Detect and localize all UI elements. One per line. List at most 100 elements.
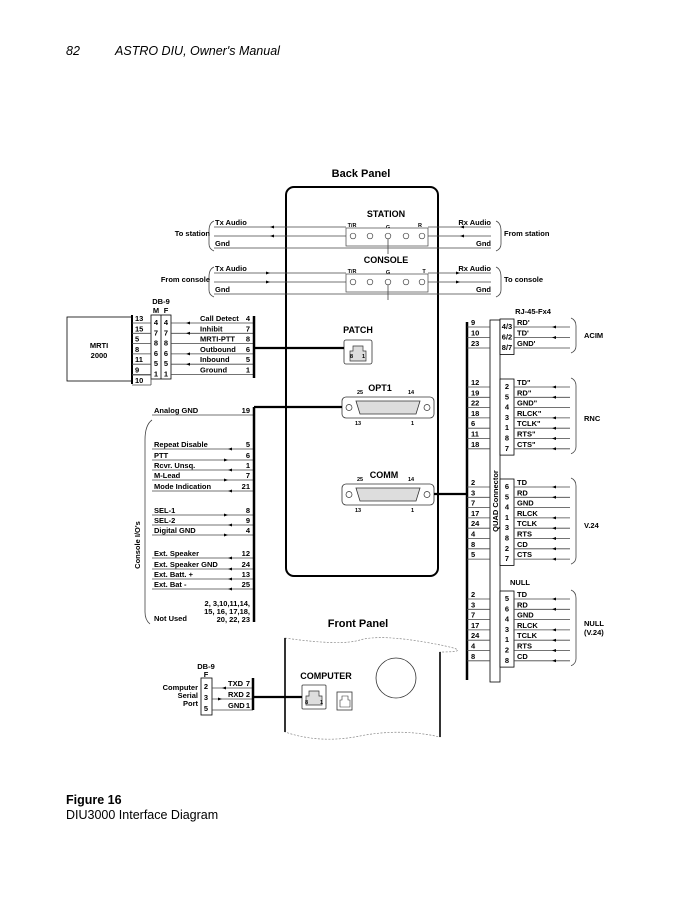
quad-signal: TD' [517, 329, 529, 338]
comm-pin: 24 [471, 631, 480, 640]
console-signal: Analog GND [154, 406, 199, 415]
station-pin-tr: T/R [348, 223, 357, 229]
mrti-io-pin: 5 [246, 355, 250, 364]
db9-f-pin: 5 [164, 359, 168, 368]
signal-arrow [228, 587, 232, 591]
console-pin: 24 [242, 560, 251, 569]
db9-f-pin: 8 [164, 339, 168, 348]
station-label: STATION [367, 209, 405, 219]
station-pin-r: R [418, 223, 422, 229]
left-bracket [208, 266, 215, 298]
acim-bracket [570, 317, 577, 354]
console-io-row: Ext. Bat -25 [152, 580, 254, 591]
quad-pin: 3 [505, 523, 509, 532]
comm-db25-connector[interactable] [341, 483, 435, 506]
quad-signal: GND' [517, 339, 536, 348]
opt1-label: OPT1 [368, 383, 392, 393]
console-pin: 5 [246, 440, 250, 449]
console-pin-tr: T/R [348, 269, 357, 275]
quad-pin: 5 [505, 594, 509, 603]
console-pin: 25 [242, 580, 250, 589]
serial-signal: RXD [228, 690, 244, 699]
db9-m-pin: 8 [154, 339, 158, 348]
jack-contact [402, 232, 410, 240]
console-io-row: Ext. Speaker GND 24 [152, 560, 254, 571]
quad-pin: 2 [505, 544, 509, 553]
signal-arrow [228, 556, 232, 560]
comm-label: COMM [370, 470, 399, 480]
console-pin: 21 [242, 482, 250, 491]
quad-pin: 7 [505, 554, 509, 563]
signal-arrow [266, 271, 270, 275]
serial-pin: 7 [246, 679, 250, 688]
db9-m-pin: 7 [154, 328, 158, 337]
signal-arrow [552, 526, 556, 530]
computer-pin-1: 1 [320, 700, 323, 706]
console-pin: 9 [246, 516, 250, 525]
signal-arrow [224, 513, 228, 517]
mrti-signal: Call Detect [200, 314, 239, 323]
right-bracket [495, 220, 502, 252]
figure-number: Figure 16 [66, 793, 122, 807]
from-console-label: From console [161, 275, 210, 284]
computer-rj45-jack[interactable] [301, 684, 327, 710]
null-v24-group-label: (V.24) [584, 628, 604, 637]
quad-pin: 4 [505, 615, 510, 624]
console-wires [208, 266, 502, 298]
serial-db9-pin: 5 [204, 704, 208, 713]
comm-pin: 18 [471, 440, 479, 449]
jack-contact [366, 232, 374, 240]
db9-m-pin: 5 [154, 359, 158, 368]
signal-arrow [552, 659, 556, 663]
back-panel-outline [285, 186, 439, 577]
patch-rj45-jack[interactable] [343, 339, 373, 365]
station-rx-audio: Rx Audio [458, 218, 491, 227]
opt1-pin-1: 1 [411, 421, 414, 427]
mrti-io-pin: 8 [246, 335, 250, 344]
quad-signal: TCLK" [517, 419, 541, 428]
opt1-pin-14: 14 [408, 390, 415, 396]
auxiliary-jack[interactable] [336, 691, 353, 711]
signal-arrow [552, 336, 556, 339]
mrti-pin: 11 [135, 355, 143, 364]
signal-arrow [552, 495, 556, 499]
console-tx-audio: Tx Audio [215, 264, 247, 273]
comm-pin-1: 1 [411, 508, 414, 514]
signal-arrow [552, 447, 556, 451]
station-wires [208, 220, 502, 252]
opt1-db25-connector[interactable] [341, 396, 435, 419]
quad-pin: 4/3 [502, 322, 512, 331]
not-used-pins: 2, 3,10,11,14, [205, 599, 250, 608]
to-console-label: To console [504, 275, 543, 284]
signal-arrow [552, 485, 556, 489]
not-used-pins: 20, 22, 23 [217, 615, 250, 624]
signal-arrow [460, 225, 464, 229]
serial-signal: GND [228, 701, 245, 710]
console-signal: Ext. Speaker GND [154, 560, 218, 569]
quad-pin: 8 [505, 656, 509, 665]
front-panel-knob[interactable] [375, 657, 417, 699]
quad-pin: 8 [505, 434, 509, 443]
mrti-pin: 13 [135, 314, 143, 323]
back-panel-title: Back Panel [332, 168, 391, 180]
jack-contact [366, 278, 374, 286]
comm-pin: 9 [471, 318, 475, 327]
v24-pin-box [499, 478, 515, 566]
figure-title: DIU3000 Interface Diagram [66, 808, 219, 822]
comm-pin: 2 [471, 590, 475, 599]
signal-arrow [552, 607, 556, 611]
comm-pin: 12 [471, 378, 479, 387]
console-pin: 13 [242, 570, 250, 579]
